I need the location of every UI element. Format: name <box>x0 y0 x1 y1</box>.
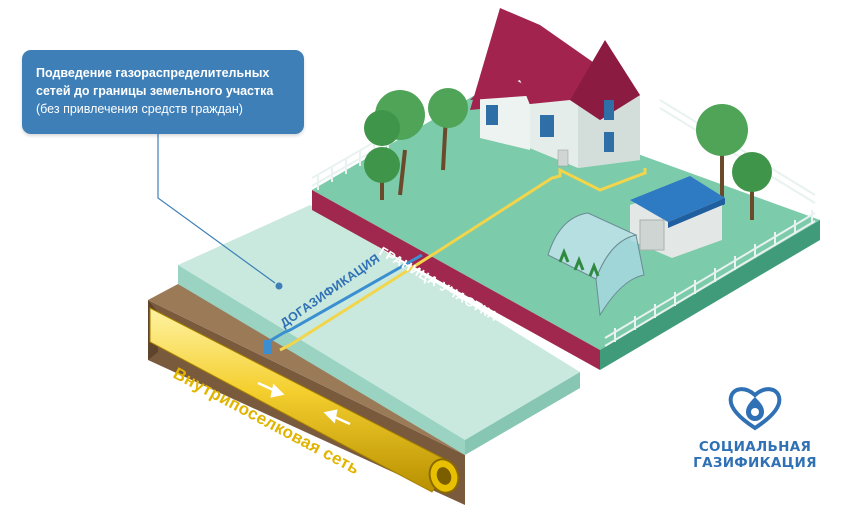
trees-right <box>696 104 772 220</box>
logo: СОЦИАЛЬНАЯ ГАЗИФИКАЦИЯ <box>680 383 830 483</box>
callout-line-2: сетей до границы земельного участка <box>36 84 274 98</box>
info-callout: Подведение газораспределительных сетей д… <box>22 50 304 134</box>
callout-line-3: (без привлечения средств граждан) <box>36 102 243 116</box>
logo-line-1: СОЦИАЛЬНАЯ <box>698 439 812 455</box>
gas-line-property <box>279 167 647 352</box>
logo-line-2: ГАЗИФИКАЦИЯ <box>693 455 817 471</box>
road-slab <box>178 205 580 455</box>
garage <box>630 176 725 258</box>
callout-dot <box>275 282 283 290</box>
callout-pointer <box>157 134 276 284</box>
greenhouse <box>547 212 645 317</box>
flow-arrows <box>257 381 351 426</box>
trees-left <box>364 88 468 200</box>
pipe-riser <box>264 340 272 354</box>
house <box>470 8 640 168</box>
underground-gas-pipe <box>149 307 460 494</box>
callout-line-1: Подведение газораспределительных <box>36 66 270 80</box>
heart-flame-icon <box>728 387 782 431</box>
